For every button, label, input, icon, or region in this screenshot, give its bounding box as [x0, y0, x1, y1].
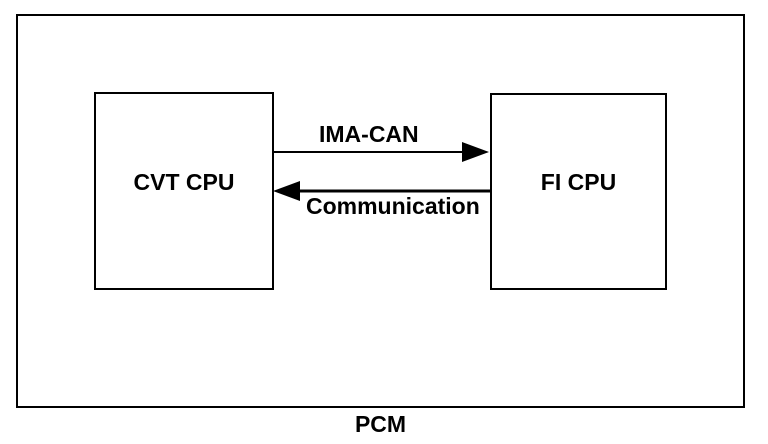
- pcm-title: PCM: [354, 411, 407, 437]
- node-fi-cpu-label: FI CPU: [540, 169, 617, 195]
- edge-label-ima-can: IMA-CAN: [319, 121, 419, 147]
- node-cvt-cpu: CVT CPU: [94, 92, 274, 290]
- edge-label-communication: Communication: [306, 193, 480, 219]
- node-fi-cpu: FI CPU: [490, 93, 667, 290]
- node-cvt-cpu-label: CVT CPU: [133, 168, 235, 195]
